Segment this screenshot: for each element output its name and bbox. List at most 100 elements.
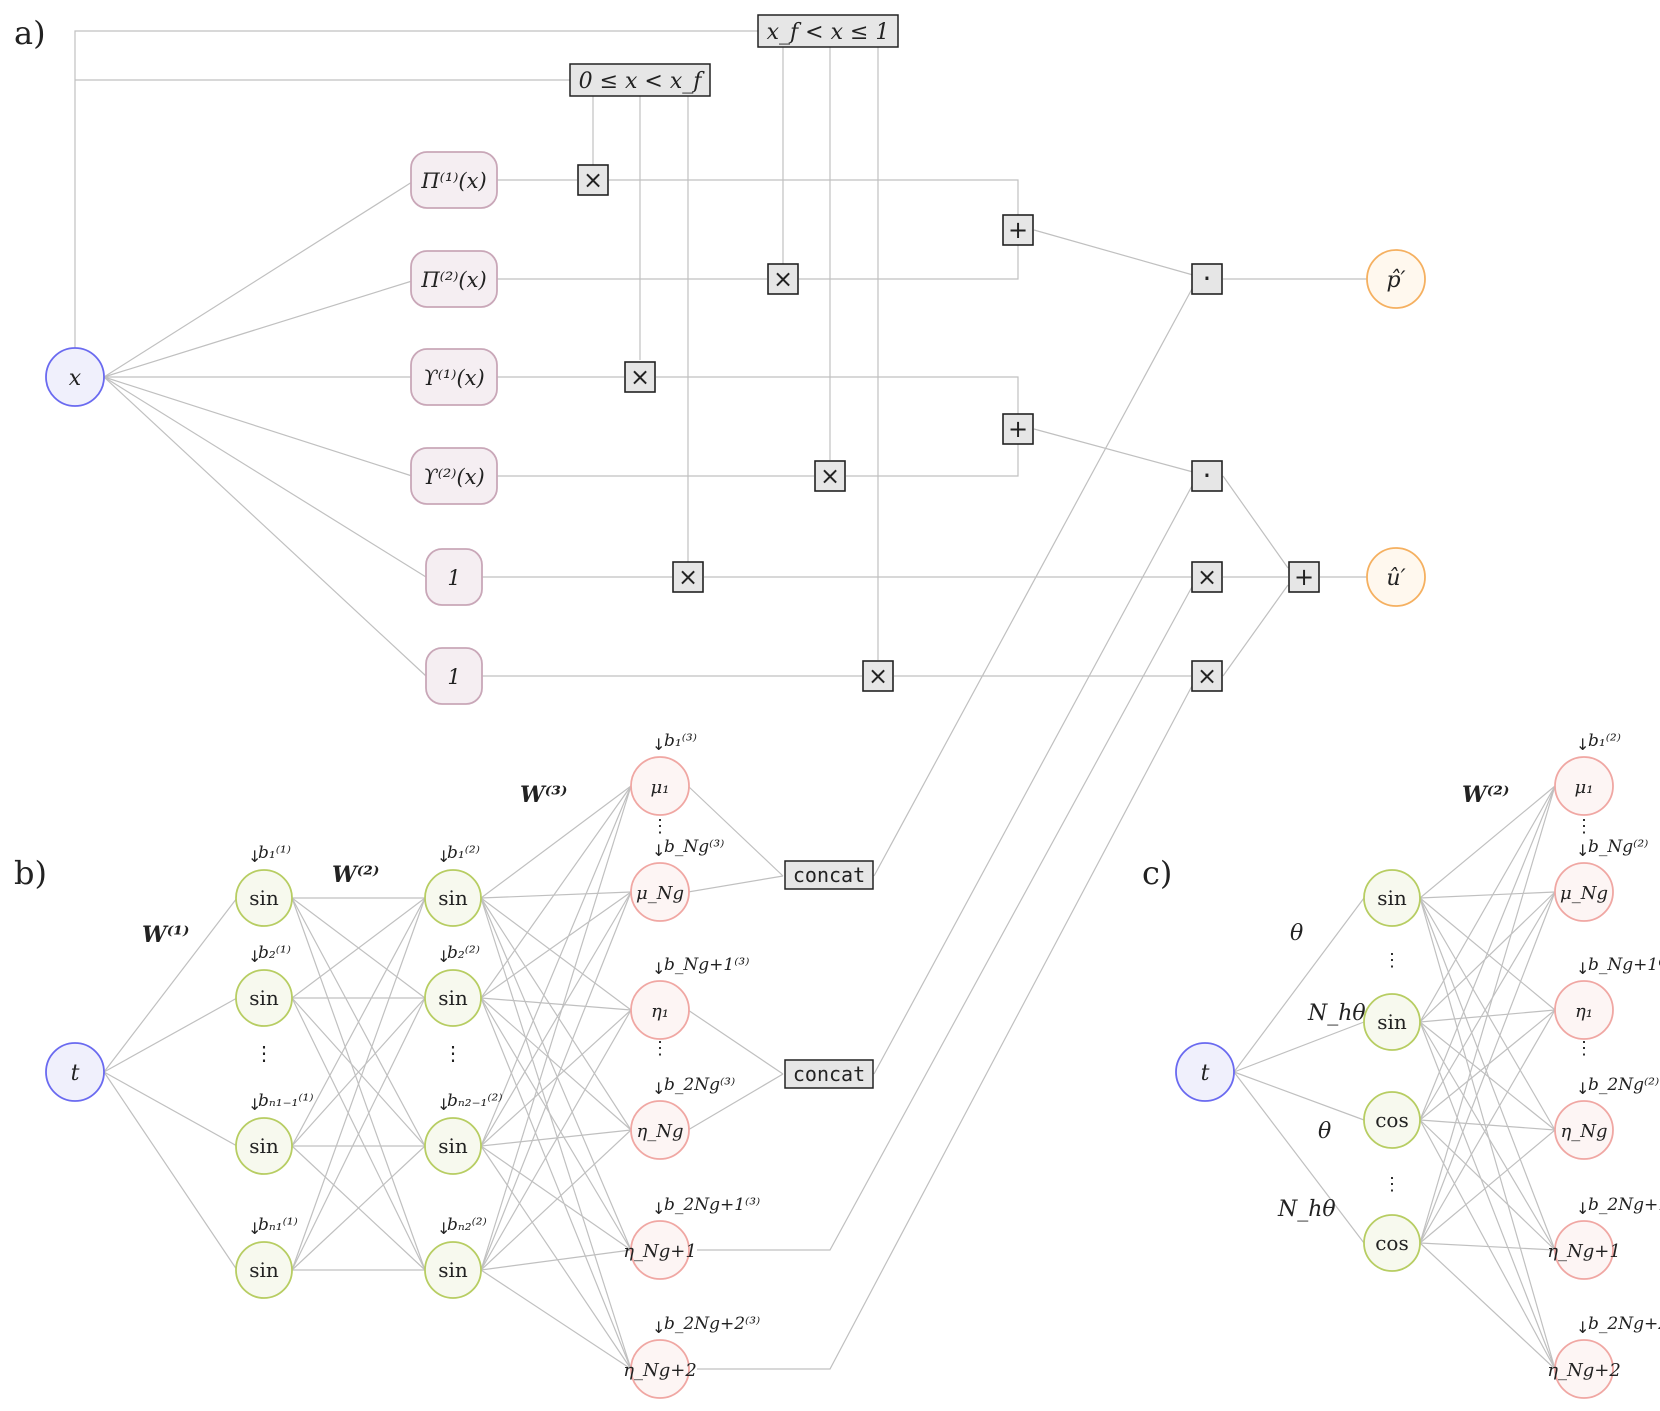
bias-label: b_2Ng⁽²⁾ bbox=[1588, 1075, 1659, 1095]
bias-label: b_2Ng+1⁽³⁾ bbox=[664, 1195, 760, 1215]
vdots-icon: ⋮ bbox=[443, 1041, 463, 1065]
output-node-u: û′ bbox=[1366, 547, 1426, 607]
param-node-b-4: η_Ng bbox=[630, 1100, 690, 1160]
condition-box-high: x_f < x ≤ 1 bbox=[757, 14, 899, 48]
param-node-c-1: μ₁ bbox=[1554, 756, 1614, 816]
times-op-2: × bbox=[767, 263, 799, 295]
bias-arrow-icon: ↓ bbox=[1576, 841, 1589, 860]
param-label: μ_Ng bbox=[636, 883, 684, 904]
basis-label-2: Π⁽²⁾(x) bbox=[420, 268, 486, 292]
weight-label-w1: W⁽¹⁾ bbox=[142, 922, 189, 948]
bias-arrow-icon: ↓ bbox=[437, 1095, 450, 1114]
param-label: η_Ng bbox=[636, 1121, 683, 1142]
sin-label: sin bbox=[438, 1134, 468, 1158]
param-node-b-5: η_Ng+1 bbox=[623, 1220, 697, 1280]
input-node-t-c: t bbox=[1175, 1042, 1235, 1102]
output-u-label: û′ bbox=[1386, 566, 1405, 591]
param-node-c-4: η_Ng bbox=[1554, 1100, 1614, 1160]
param-label: η₁ bbox=[1575, 1001, 1593, 1022]
panel-label-a: a) bbox=[14, 14, 46, 52]
times-op-5: × bbox=[672, 561, 704, 593]
times-op-6: × bbox=[862, 660, 894, 692]
bias-label: bₙ₂₋₁⁽²⁾ bbox=[447, 1091, 503, 1111]
feature-node-3: cos bbox=[1363, 1091, 1421, 1149]
bias-label: b₁⁽²⁾ bbox=[1588, 731, 1621, 751]
times-symbol: × bbox=[820, 462, 840, 490]
bias-label: b_2Ng⁽³⁾ bbox=[664, 1075, 735, 1095]
vdots-icon: ⋮ bbox=[1383, 950, 1401, 971]
bias-arrow-icon: ↓ bbox=[437, 947, 450, 966]
edge-label-theta-2: θ bbox=[1318, 1119, 1331, 1144]
edge-label-nhtheta-2: N_hθ bbox=[1277, 1197, 1336, 1222]
bias-arrow-icon: ↓ bbox=[248, 1095, 261, 1114]
weight-label-w3: W⁽³⁾ bbox=[520, 782, 567, 808]
vdots-icon: ⋮ bbox=[1575, 816, 1593, 837]
sin-label: sin bbox=[249, 1134, 279, 1158]
basis-node-6: 1 bbox=[425, 647, 483, 705]
sin-node-l1-1: sin bbox=[235, 869, 293, 927]
times-op-4: × bbox=[814, 460, 846, 492]
bias-arrow-icon: ↓ bbox=[652, 1079, 665, 1098]
times-symbol: × bbox=[678, 563, 698, 591]
bias-arrow-icon: ↓ bbox=[248, 947, 261, 966]
condition-box-low: 0 ≤ x < x_f bbox=[569, 63, 711, 97]
sin-node-l2-2: sin bbox=[424, 969, 482, 1027]
param-node-c-6: η_Ng+2 bbox=[1547, 1339, 1621, 1399]
basis-label-3: ϒ⁽¹⁾(x) bbox=[423, 366, 484, 390]
sin-label: sin bbox=[438, 1258, 468, 1282]
panel-label-c: c) bbox=[1142, 854, 1172, 892]
concat-box-2: concat bbox=[784, 1059, 874, 1089]
vdots-icon: ⋮ bbox=[651, 816, 669, 837]
sin-node-l2-1: sin bbox=[424, 869, 482, 927]
bias-arrow-icon: ↓ bbox=[652, 735, 665, 754]
param-node-c-2: μ_Ng bbox=[1554, 862, 1614, 922]
param-node-b-1: μ₁ bbox=[630, 756, 690, 816]
concat-label-2: concat bbox=[793, 1062, 865, 1086]
bias-arrow-icon: ↓ bbox=[1576, 1079, 1589, 1098]
times-symbol: × bbox=[773, 265, 793, 293]
bias-arrow-icon: ↓ bbox=[437, 1219, 450, 1238]
bias-label: b_2Ng+2⁽³⁾ bbox=[664, 1314, 760, 1334]
basis-node-1: Π⁽¹⁾(x) bbox=[410, 151, 498, 209]
feature-label: cos bbox=[1375, 1108, 1409, 1132]
param-node-b-2: μ_Ng bbox=[630, 862, 690, 922]
bias-label: b₁⁽¹⁾ bbox=[258, 843, 291, 863]
times-symbol: × bbox=[630, 363, 650, 391]
basis-label-1: Π⁽¹⁾(x) bbox=[420, 169, 486, 193]
times-op-12: × bbox=[1191, 660, 1223, 692]
basis-node-2: Π⁽²⁾(x) bbox=[410, 250, 498, 308]
param-node-c-3: η₁ bbox=[1554, 980, 1614, 1040]
bias-label: b₂⁽²⁾ bbox=[447, 943, 480, 963]
edge-label-nhtheta-1: N_hθ bbox=[1307, 1001, 1366, 1026]
times-op-1: × bbox=[577, 164, 609, 196]
times-symbol: × bbox=[583, 166, 603, 194]
vdots-icon: ⋮ bbox=[1575, 1038, 1593, 1059]
weight-label-w2: W⁽²⁾ bbox=[332, 862, 379, 888]
feature-label: sin bbox=[1377, 1010, 1407, 1034]
dot-op-10: · bbox=[1191, 459, 1223, 492]
param-label: η_Ng+2 bbox=[1547, 1360, 1621, 1381]
plus-symbol: + bbox=[1294, 563, 1314, 591]
sin-label: sin bbox=[438, 886, 468, 910]
times-symbol: × bbox=[1197, 662, 1217, 690]
bias-arrow-icon: ↓ bbox=[1576, 1199, 1589, 1218]
feature-label: cos bbox=[1375, 1231, 1409, 1255]
bias-label: b₁⁽²⁾ bbox=[447, 843, 480, 863]
bias-arrow-icon: ↓ bbox=[1576, 1318, 1589, 1337]
bias-label: b_Ng+1⁽³⁾ bbox=[664, 955, 749, 975]
bias-arrow-icon: ↓ bbox=[652, 1318, 665, 1337]
panel-label-b: b) bbox=[14, 854, 47, 892]
dot-op-9: · bbox=[1191, 262, 1223, 295]
times-op-3: × bbox=[624, 361, 656, 393]
basis-node-5: 1 bbox=[425, 548, 483, 606]
bias-arrow-icon: ↓ bbox=[652, 959, 665, 978]
bias-label: b_2Ng+1⁽²⁾ bbox=[1588, 1195, 1660, 1215]
feature-node-4: cos bbox=[1363, 1214, 1421, 1272]
param-node-c-5: η_Ng+1 bbox=[1547, 1220, 1621, 1280]
bias-arrow-icon: ↓ bbox=[1576, 959, 1589, 978]
vdots-icon: ⋮ bbox=[254, 1041, 274, 1065]
bias-label: b₂⁽¹⁾ bbox=[258, 943, 291, 963]
input-node-x: x bbox=[45, 347, 105, 407]
bias-arrow-icon: ↓ bbox=[248, 1219, 261, 1238]
